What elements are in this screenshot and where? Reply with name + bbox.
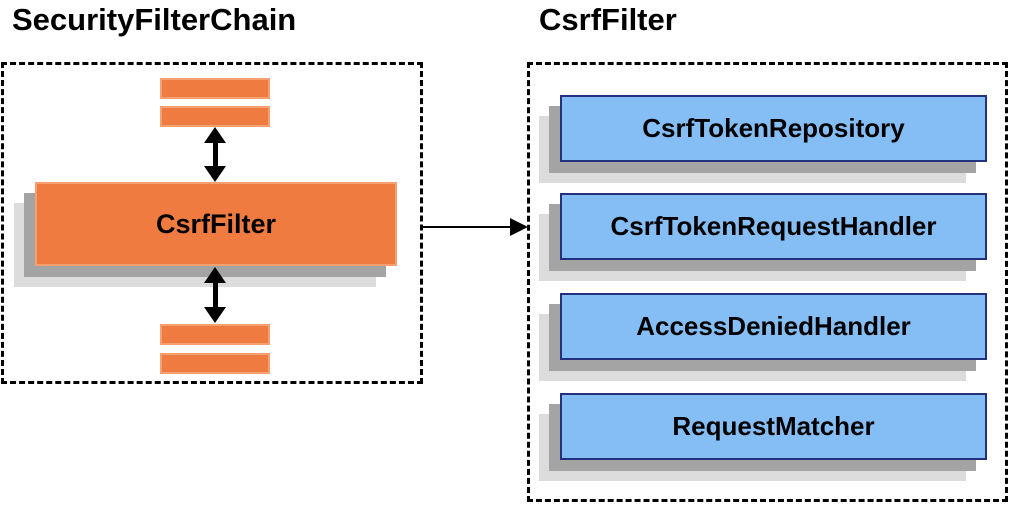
bidirectional-arrow-bottom — [204, 267, 226, 323]
arrow-shaft — [423, 226, 511, 228]
arrow-up-icon — [204, 127, 226, 143]
security-filter-chain-title: SecurityFilterChain — [12, 2, 297, 37]
arrow-shaft — [212, 140, 218, 169]
csrf-filter-panel-title: CsrfFilter — [539, 2, 677, 37]
filter-placeholder-bar-top-2 — [160, 106, 270, 127]
filter-placeholder-bar-bottom-2 — [160, 353, 270, 374]
component-box-access-denied-handler: AccessDeniedHandler — [560, 293, 987, 360]
security-filter-chain-container — [1, 62, 423, 384]
arrow-down-icon — [204, 166, 226, 182]
csrf-filter-node: CsrfFilter — [35, 182, 397, 266]
bidirectional-arrow-top — [204, 127, 226, 182]
filter-placeholder-bar-top-1 — [160, 78, 270, 99]
arrow-up-icon — [204, 267, 226, 283]
arrow-down-icon — [204, 307, 226, 323]
arrow-shaft — [212, 280, 218, 310]
csrf-filter-container — [527, 62, 1008, 502]
component-box-request-matcher: RequestMatcher — [560, 393, 987, 460]
filter-placeholder-bar-bottom-1 — [160, 324, 270, 345]
component-box-csrf-token-repository: CsrfTokenRepository — [560, 95, 987, 162]
component-box-csrf-token-request-handler: CsrfTokenRequestHandler — [560, 193, 987, 260]
arrow-right-icon — [510, 218, 528, 236]
